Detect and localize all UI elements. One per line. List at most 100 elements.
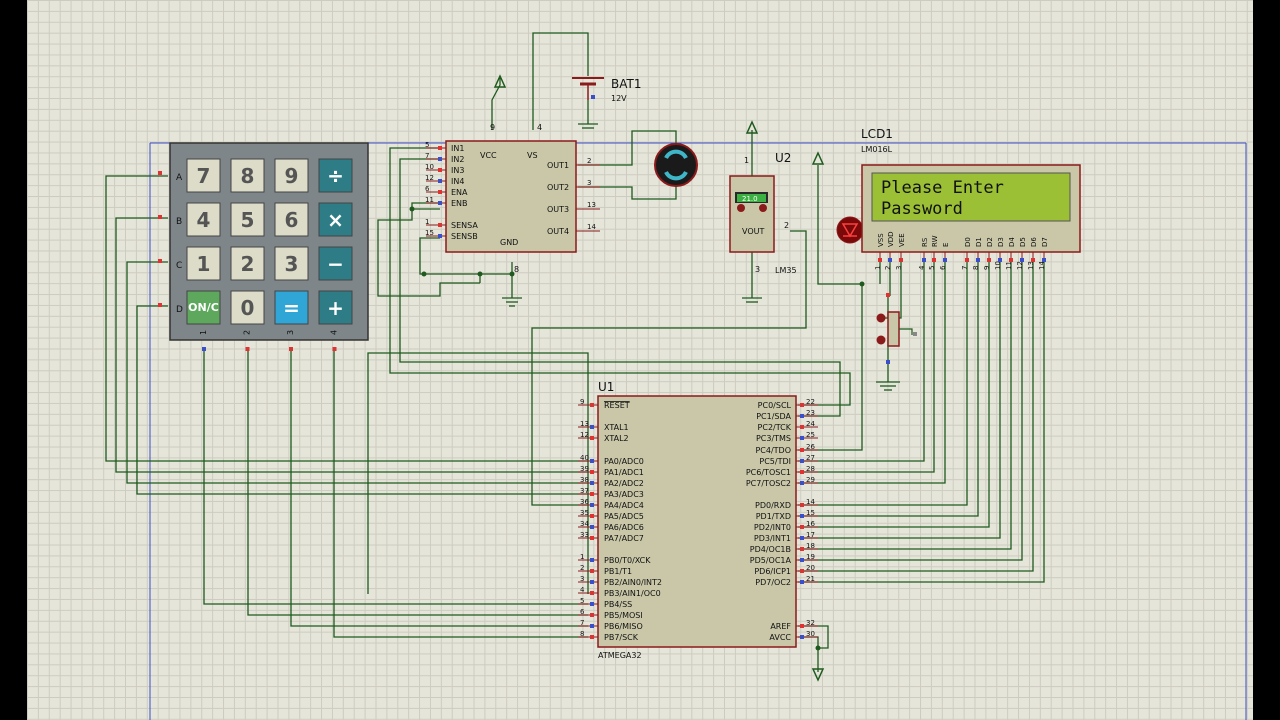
keypad-key-label: 0 xyxy=(241,296,255,320)
mcu-pin-number: 29 xyxy=(806,476,815,484)
keypad-row-label: B xyxy=(176,217,182,227)
keypad-key-label: 7 xyxy=(197,164,211,188)
keypad-key[interactable]: 8 xyxy=(230,158,265,193)
mcu-pin-number: 17 xyxy=(806,531,815,539)
lcd-pin-label: D5 xyxy=(1019,237,1027,247)
lcd-pin-number: 8 xyxy=(972,266,980,270)
mcu-pin-number: 21 xyxy=(806,575,815,583)
lcd-pin-number: 2 xyxy=(884,266,892,270)
mcu-pin-label: PD1/TXD xyxy=(756,512,791,521)
mcu-pin-marker xyxy=(800,459,804,463)
keypad-key[interactable]: 5 xyxy=(230,202,265,237)
lcd-pin-number: 4 xyxy=(918,265,926,270)
keypad-col-pin xyxy=(202,347,206,351)
dc-motor[interactable] xyxy=(654,143,698,187)
lcd-display[interactable]: Please Enter Password LCD1 LM016L VSS1VD… xyxy=(861,127,1081,270)
keypad-key[interactable]: 6 xyxy=(274,202,309,237)
keypad-key[interactable]: ÷ xyxy=(318,158,353,193)
lcd-pin-label: D0 xyxy=(964,237,972,247)
mcu-pin-number: 18 xyxy=(806,542,815,550)
keypad-key[interactable]: 9 xyxy=(274,158,309,193)
temperature-sensor[interactable]: 21.0 VOUT U2 LM35 1 2 3 xyxy=(729,151,797,275)
motor-driver-ic[interactable]: IN15IN27IN310IN412ENA6ENB11SENSA1SENSB15… xyxy=(425,123,600,274)
mcu-pin-number: 8 xyxy=(580,630,584,638)
keypad-key[interactable]: 3 xyxy=(274,246,309,281)
mcu-pin-marker xyxy=(800,558,804,562)
keypad-key[interactable]: 2 xyxy=(230,246,265,281)
mcu-pin-label: PB4/SS xyxy=(604,600,632,609)
driver-pin-number: 15 xyxy=(425,229,434,237)
sensor-ref: U2 xyxy=(775,151,791,165)
keypad-key-label: 5 xyxy=(241,208,255,232)
keypad-key[interactable]: = xyxy=(274,290,309,325)
mcu-pin-number: 35 xyxy=(580,509,589,517)
mcu-pin-label: PD2/INT0 xyxy=(754,523,791,532)
keypad-key[interactable]: 7 xyxy=(186,158,221,193)
mcu-pin-marker xyxy=(590,459,594,463)
lcd-pin-number: 9 xyxy=(983,266,991,270)
keypad-key-label: = xyxy=(283,296,300,320)
keypad-row-label: A xyxy=(176,173,183,183)
mcu-pin-marker xyxy=(800,547,804,551)
mcu-pin-number: 14 xyxy=(806,498,815,506)
mcu-pin-label: PC0/SCL xyxy=(758,401,792,410)
keypad-key-label: 3 xyxy=(285,252,299,276)
mcu-pin-number: 34 xyxy=(580,520,589,528)
atmega32-microcontroller[interactable]: U1 ATMEGA32 RESET9XTAL113XTAL212PA0/ADC0… xyxy=(578,380,818,660)
lcd-pin-marker xyxy=(878,258,882,262)
sensor-up-button[interactable] xyxy=(759,204,767,212)
driver-pin-marker xyxy=(438,179,442,183)
power-arrows xyxy=(493,74,825,682)
lcd-model: LM016L xyxy=(861,145,893,154)
keypad-key[interactable]: 4 xyxy=(186,202,221,237)
keypad-key[interactable]: + xyxy=(318,290,353,325)
mcu-pin-marker xyxy=(590,425,594,429)
schematic-canvas[interactable] xyxy=(27,0,1253,720)
mcu-pin-marker xyxy=(590,613,594,617)
keypad-row-pin xyxy=(158,171,162,175)
mcu-model: ATMEGA32 xyxy=(598,651,642,660)
driver-pin-marker xyxy=(438,190,442,194)
lcd-pin-number: 7 xyxy=(961,266,969,270)
mcu-pin-number: 30 xyxy=(806,630,815,638)
mcu-pin-label: PC1/SDA xyxy=(756,412,791,421)
mcu-pin-number: 36 xyxy=(580,498,589,506)
driver-pin-number: 2 xyxy=(587,157,591,165)
keypad-key[interactable]: 0 xyxy=(230,290,265,325)
mcu-pin-label: PA3/ADC3 xyxy=(604,490,644,499)
keypad-key[interactable]: ON/C xyxy=(186,290,221,325)
mcu-pin-label: PC7/TOSC2 xyxy=(746,479,791,488)
mcu-pin-marker xyxy=(800,403,804,407)
keypad-row-label: C xyxy=(176,261,182,271)
lcd-pin-marker xyxy=(1042,258,1046,262)
keypad-key[interactable]: − xyxy=(318,246,353,281)
keypad-key[interactable]: 1 xyxy=(186,246,221,281)
mcu-pin-marker xyxy=(590,436,594,440)
mcu-pin-label: PC6/TOSC1 xyxy=(746,468,791,477)
lcd-pin-label: D7 xyxy=(1041,237,1049,247)
sensor-vout-label: VOUT xyxy=(742,227,764,236)
driver-vcc-label: VCC xyxy=(480,151,497,160)
mcu-pin-marker xyxy=(590,403,594,407)
driver-pin-number: 6 xyxy=(425,185,430,193)
driver-pin-label: OUT3 xyxy=(547,205,569,214)
mcu-pin-label: PD4/OC1B xyxy=(750,545,791,554)
mcu-pin-label: PB0/T0/XCK xyxy=(604,556,651,565)
mcu-pin-label: PA6/ADC6 xyxy=(604,523,644,532)
driver-pin-label: IN2 xyxy=(451,155,464,164)
mcu-pin-number: 37 xyxy=(580,487,589,495)
sensor-pin3: 3 xyxy=(755,265,760,274)
keypad-key[interactable]: × xyxy=(318,202,353,237)
mcu-ref: U1 xyxy=(598,380,614,394)
red-led[interactable] xyxy=(836,216,864,244)
battery[interactable]: BAT1 12V xyxy=(572,77,641,103)
potentiometer[interactable] xyxy=(876,293,918,364)
driver-pin-label: OUT4 xyxy=(547,227,569,236)
sensor-down-button[interactable] xyxy=(737,204,745,212)
mcu-pin-number: 12 xyxy=(580,431,589,439)
lcd-pin-marker xyxy=(922,258,926,262)
keypad-key-label: ÷ xyxy=(327,164,344,188)
wires xyxy=(105,32,1045,672)
